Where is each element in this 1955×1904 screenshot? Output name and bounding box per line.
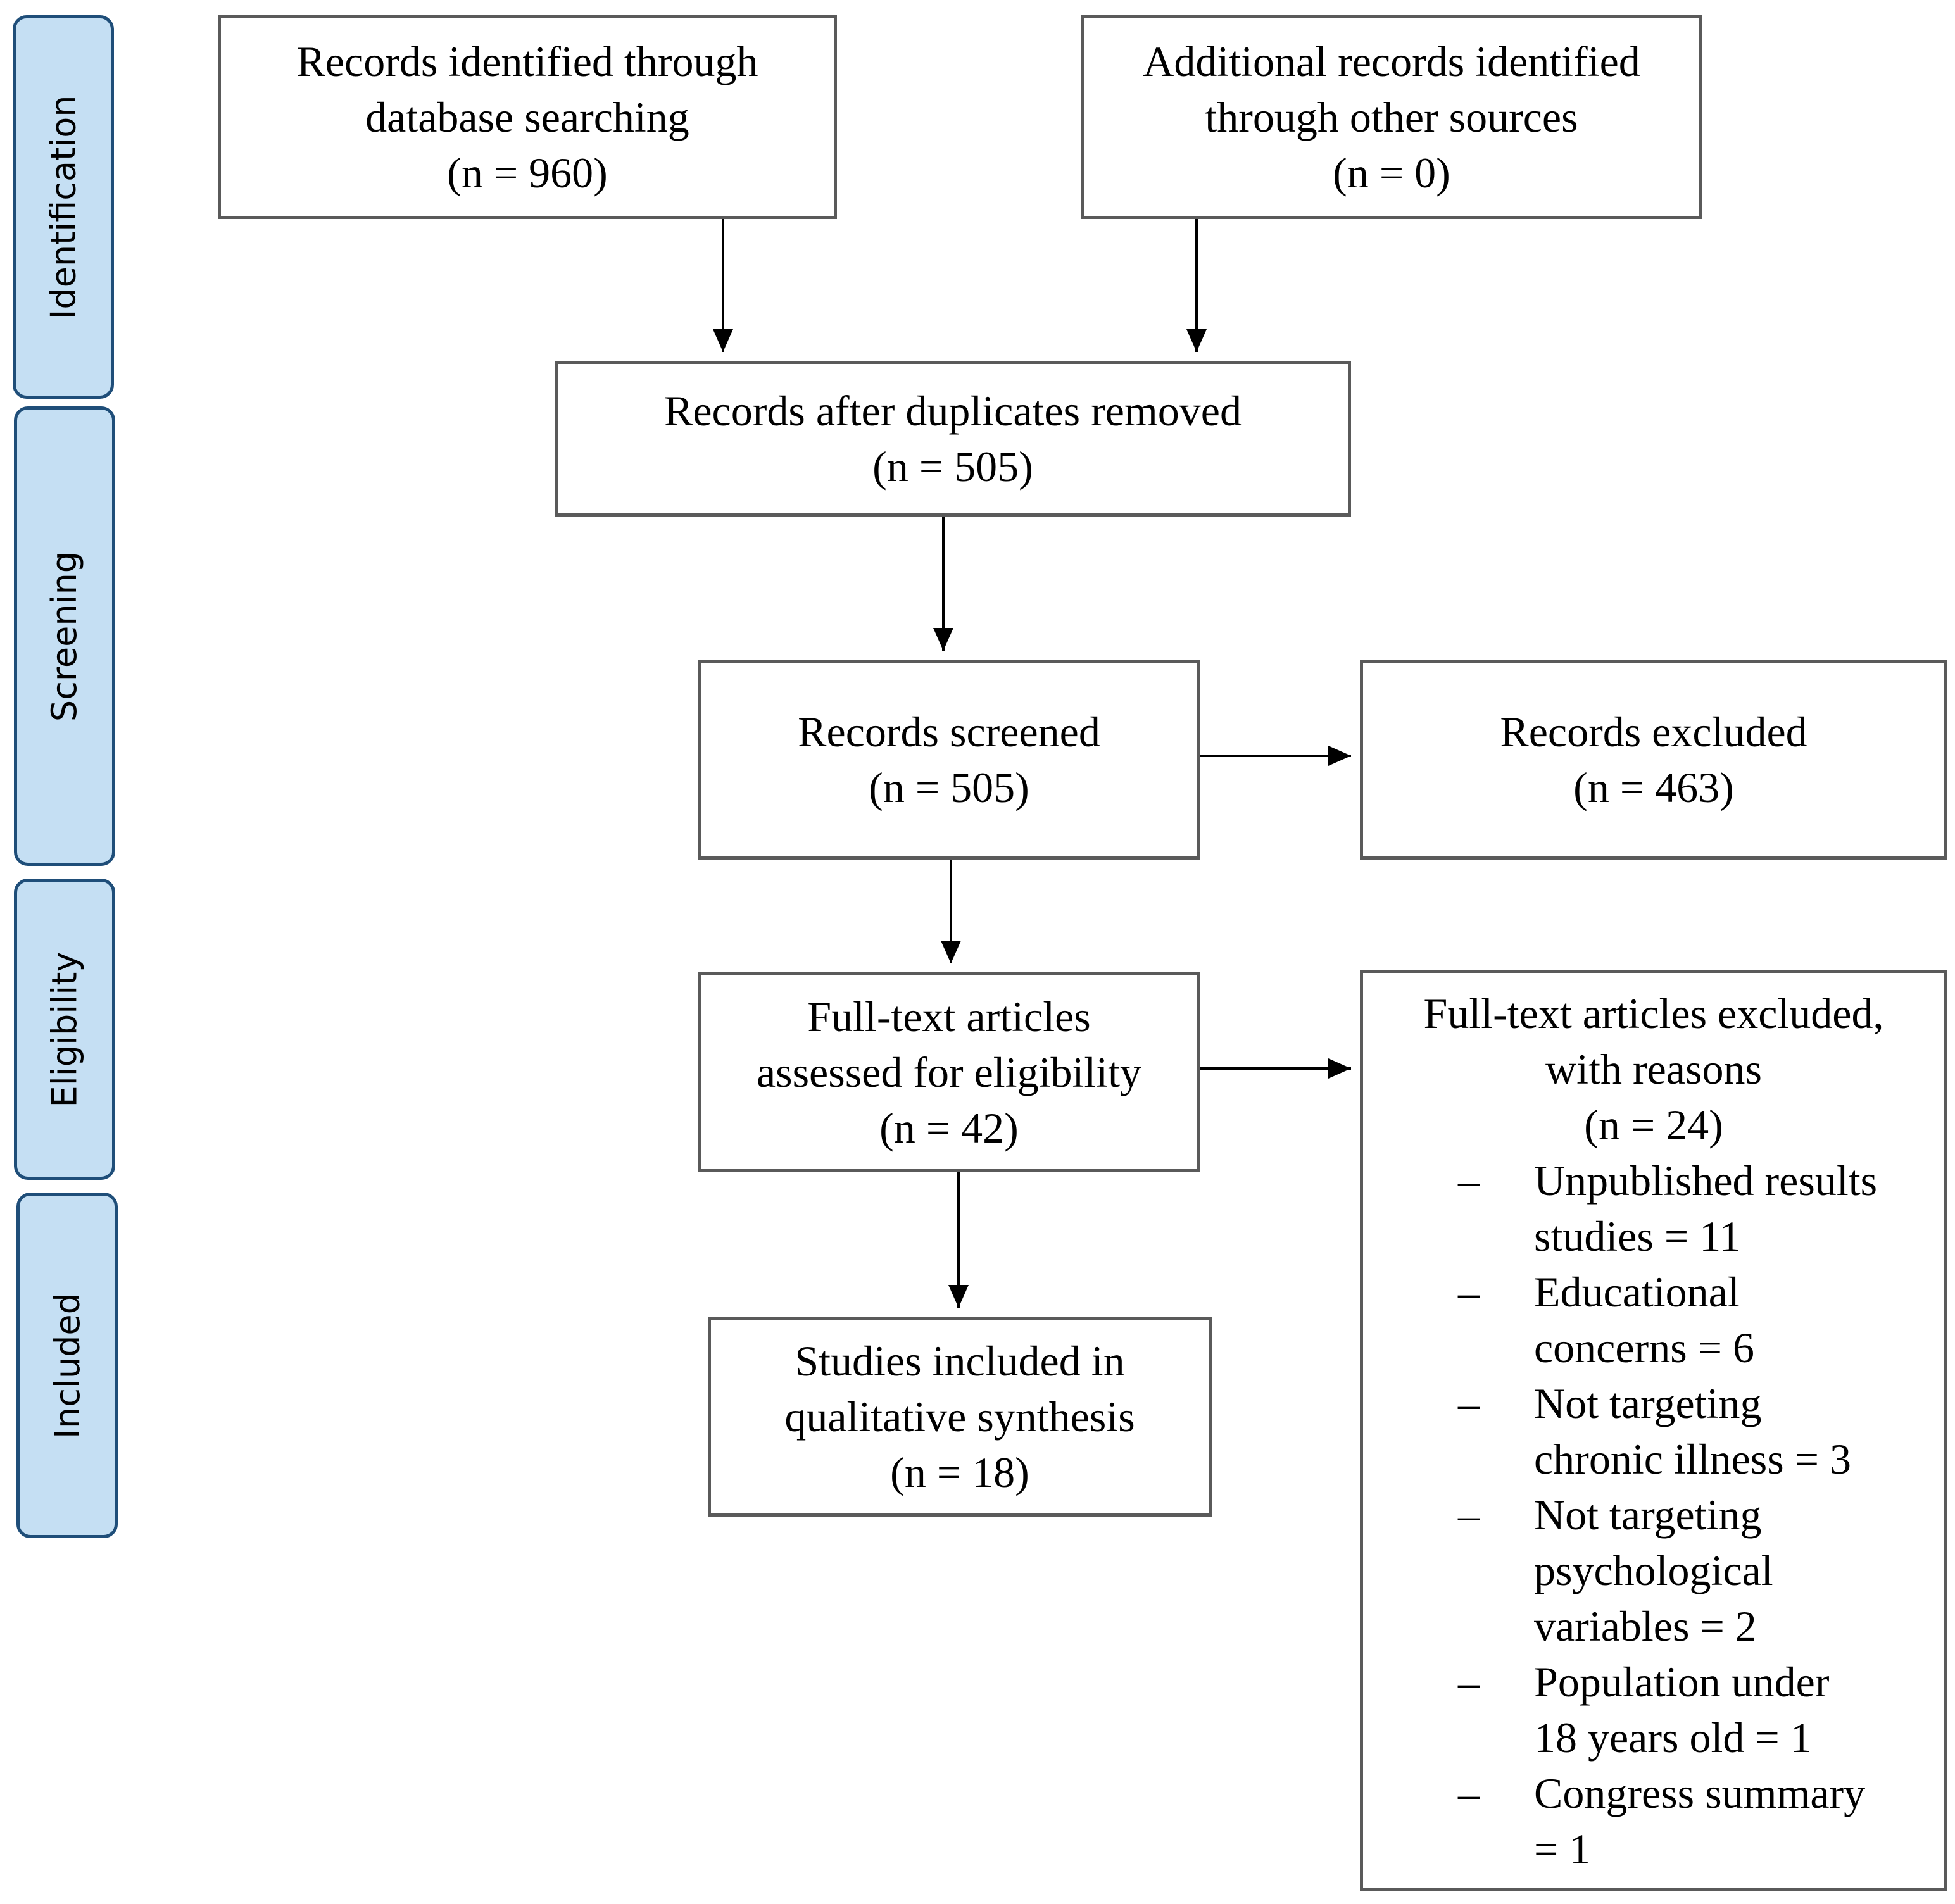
- reason-text-line: Educational: [1534, 1268, 1740, 1316]
- box-full-text-excluded: Full-text articles excluded, with reason…: [1360, 970, 1947, 1891]
- box-database-line2: database searching: [365, 93, 689, 141]
- reason-dash: –: [1458, 1769, 1480, 1817]
- box-duplicates-line1: Records after duplicates removed: [664, 387, 1242, 435]
- box-records-excluded: Records excluded (n = 463): [1360, 660, 1947, 860]
- stage-identification: Identification: [13, 15, 114, 399]
- stage-included: Included: [16, 1193, 118, 1538]
- box-fulltext-line2: assessed for eligibility: [756, 1048, 1142, 1096]
- box-included-line3: (n = 18): [890, 1448, 1029, 1496]
- reason-dash: –: [1458, 1268, 1480, 1316]
- reason-text-line: variables = 2: [1534, 1602, 1757, 1650]
- box-database-line3: (n = 960): [447, 149, 608, 197]
- box-other-sources: Additional records identified through ot…: [1081, 15, 1702, 219]
- reason-dash: –: [1458, 1156, 1480, 1205]
- reason-text-line: psychological: [1534, 1546, 1773, 1594]
- box-excluded-line2: (n = 463): [1573, 763, 1734, 811]
- reason-text-line: concerns = 6: [1534, 1324, 1755, 1372]
- box-fulltext-line3: (n = 42): [879, 1104, 1019, 1152]
- reason-text-line: studies = 11: [1534, 1212, 1741, 1260]
- stage-screening: Screening: [14, 406, 115, 866]
- box-other-line3: (n = 0): [1333, 149, 1450, 197]
- exclusion-reason-item: – Population under 18 years old = 1: [1363, 1654, 1944, 1765]
- box-studies-included: Studies included in qualitative synthesi…: [708, 1317, 1212, 1517]
- reason-text: Not targeting chronic illness = 3: [1534, 1375, 1851, 1487]
- exclusion-reason-item: – Not targeting chronic illness = 3: [1363, 1375, 1944, 1487]
- reason-text-line: 18 years old = 1: [1534, 1713, 1812, 1762]
- box-records-screened: Records screened (n = 505): [698, 660, 1200, 860]
- reason-dash: –: [1458, 1379, 1480, 1427]
- reason-text-line: chronic illness = 3: [1534, 1435, 1852, 1483]
- reason-text: Not targeting psychological variables = 2: [1534, 1487, 1773, 1654]
- reason-text-line: = 1: [1534, 1825, 1591, 1873]
- box-database-records: Records identified through database sear…: [218, 15, 837, 219]
- box-other-line1: Additional records identified: [1143, 37, 1640, 85]
- box-screened-line2: (n = 505): [869, 763, 1029, 811]
- box-included-line1: Studies included in: [795, 1337, 1125, 1385]
- box-duplicates-line2: (n = 505): [872, 442, 1033, 491]
- reason-text-line: Unpublished results: [1534, 1156, 1878, 1205]
- box-duplicates-removed: Records after duplicates removed (n = 50…: [555, 361, 1351, 517]
- box-included-line2: qualitative synthesis: [784, 1393, 1135, 1441]
- box-other-line2: through other sources: [1205, 93, 1578, 141]
- reason-text-line: Not targeting: [1534, 1491, 1762, 1539]
- box-full-text-assessed: Full-text articles assessed for eligibil…: [698, 972, 1200, 1172]
- reason-dash: –: [1458, 1658, 1480, 1706]
- stage-eligibility: Eligibility: [14, 879, 115, 1180]
- exclusion-reason-item: – Unpublished results studies = 11: [1363, 1153, 1944, 1264]
- reason-text-line: Congress summary: [1534, 1769, 1866, 1817]
- box-excluded-line1: Records excluded: [1500, 708, 1807, 756]
- box-ftexcl-line2: with reasons: [1545, 1045, 1762, 1093]
- box-database-line1: Records identified through: [296, 37, 758, 85]
- reason-text: Unpublished results studies = 11: [1534, 1153, 1877, 1264]
- exclusion-reason-item: – Congress summary = 1: [1363, 1765, 1944, 1877]
- reason-text-line: Population under: [1534, 1658, 1830, 1706]
- box-fulltext-line1: Full-text articles: [807, 993, 1091, 1041]
- reason-text-line: Not targeting: [1534, 1379, 1762, 1427]
- exclusion-reason-item: – Not targeting psychological variables = 2: [1363, 1487, 1944, 1654]
- reason-text: Educational concerns = 6: [1534, 1264, 1754, 1375]
- exclusion-reasons-list: – Unpublished results studies = 11 – Educati…: [1363, 1153, 1944, 1877]
- reason-text: Population under 18 years old = 1: [1534, 1654, 1830, 1765]
- box-ftexcl-line3: (n = 24): [1584, 1101, 1723, 1149]
- exclusion-reason-item: – Educational concerns = 6: [1363, 1264, 1944, 1375]
- box-ftexcl-line1: Full-text articles excluded,: [1423, 989, 1884, 1037]
- box-screened-line1: Records screened: [798, 708, 1100, 756]
- reason-dash: –: [1458, 1491, 1480, 1539]
- reason-text: Congress summary = 1: [1534, 1765, 1865, 1877]
